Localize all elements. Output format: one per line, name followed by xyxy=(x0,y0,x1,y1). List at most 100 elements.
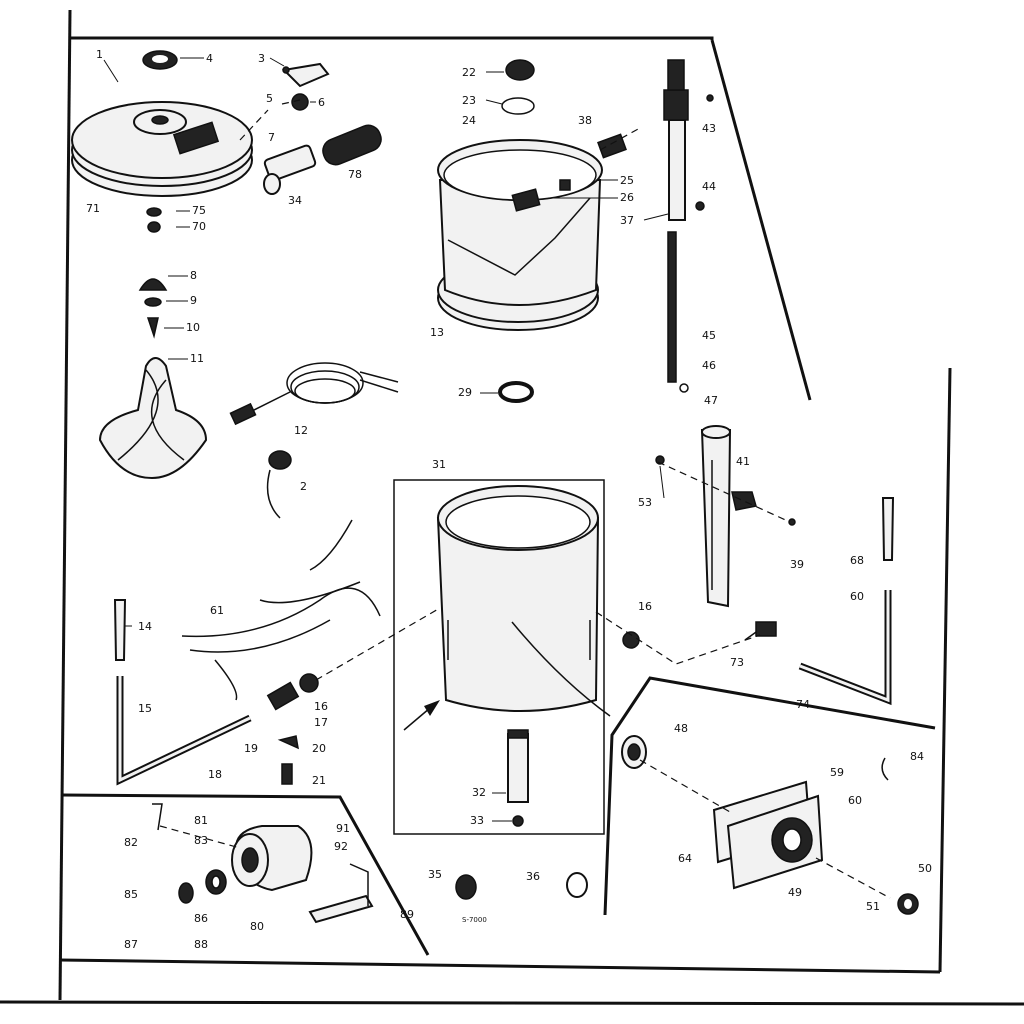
part-switch-2 xyxy=(266,450,292,519)
part-column-47 xyxy=(655,425,796,608)
callout: 53 xyxy=(638,496,652,509)
part-switch-bracket xyxy=(281,62,330,111)
callout: 88 xyxy=(194,938,208,951)
callout: 59 xyxy=(830,766,844,779)
callout: 87 xyxy=(124,938,138,951)
part-rod-45 xyxy=(667,231,689,393)
callout: 21 xyxy=(312,774,326,787)
part-shaft-37 xyxy=(663,59,714,221)
callout: 8 xyxy=(190,269,197,282)
callout: 44 xyxy=(702,180,716,193)
callout: 32 xyxy=(472,786,486,799)
diagram-code: S-7000 xyxy=(462,916,487,924)
callout: 22 xyxy=(462,66,476,79)
callout: 31 xyxy=(432,458,446,471)
callout: 61 xyxy=(210,604,224,617)
part-motor xyxy=(152,803,374,924)
callout: 34 xyxy=(288,194,302,207)
callout: 83 xyxy=(194,834,208,847)
callout: 48 xyxy=(674,722,688,735)
callout: 25 xyxy=(620,174,634,187)
callout: 80 xyxy=(250,920,264,933)
callout: 16 xyxy=(314,700,328,713)
callout: 38 xyxy=(578,114,592,127)
part-fill-hose xyxy=(798,497,895,706)
callout: 18 xyxy=(208,768,222,781)
callout: 46 xyxy=(702,359,716,372)
part-lid xyxy=(71,101,253,197)
callout: 5 xyxy=(266,92,273,105)
callout: 50 xyxy=(918,862,932,875)
callout: 82 xyxy=(124,836,138,849)
callout: 68 xyxy=(850,554,864,567)
callout: 89 xyxy=(400,908,414,921)
callout: 85 xyxy=(124,888,138,901)
callout: 74 xyxy=(796,698,810,711)
callout: 81 xyxy=(194,814,208,827)
diagram-frame xyxy=(0,9,1024,1006)
callout: 51 xyxy=(866,900,880,913)
callout: 15 xyxy=(138,702,152,715)
part-power-cord xyxy=(229,362,399,426)
callout: 78 xyxy=(348,168,362,181)
callout: 33 xyxy=(470,814,484,827)
callout: 11 xyxy=(190,352,204,365)
part-nut xyxy=(147,221,161,233)
callout: 49 xyxy=(788,886,802,899)
callout: 71 xyxy=(86,202,100,215)
part-hose-fittings xyxy=(266,621,777,785)
callout: 41 xyxy=(736,455,750,468)
callout: 92 xyxy=(334,840,348,853)
callout-labels: 1 4 3 5 6 7 78 34 71 75 70 8 9 10 11 12 … xyxy=(86,48,932,951)
callout: 35 xyxy=(428,868,442,881)
callout: 43 xyxy=(702,122,716,135)
callout: 91 xyxy=(336,822,350,835)
callout: 84 xyxy=(910,750,924,763)
part-leg-32 xyxy=(507,729,529,827)
callout: 17 xyxy=(314,716,328,729)
part-agitator xyxy=(98,278,208,480)
part-tub xyxy=(437,139,603,331)
part-cabinet xyxy=(393,479,605,835)
part-valve-assembly xyxy=(263,124,382,195)
callout: 6 xyxy=(318,96,325,109)
callout: 20 xyxy=(312,742,326,755)
part-ring-29 xyxy=(498,381,534,403)
callout: 70 xyxy=(192,220,206,233)
callout: 47 xyxy=(704,394,718,407)
callout: 36 xyxy=(526,870,540,883)
callout: 37 xyxy=(620,214,634,227)
part-wiring-harness xyxy=(181,519,381,701)
callout: 10 xyxy=(186,321,200,334)
callout: 73 xyxy=(730,656,744,669)
part-drain-hose xyxy=(113,599,252,786)
callout: 9 xyxy=(190,294,197,307)
callout: 45 xyxy=(702,329,716,342)
callout: 75 xyxy=(192,204,206,217)
callout: 60 xyxy=(848,794,862,807)
callout: 26 xyxy=(620,191,634,204)
callout: 60 xyxy=(850,590,864,603)
callout: 86 xyxy=(194,912,208,925)
callout: 3 xyxy=(258,52,265,65)
callout: 12 xyxy=(294,424,308,437)
callout: 24 xyxy=(462,114,476,127)
callout: 23 xyxy=(462,94,476,107)
callout: 39 xyxy=(790,558,804,571)
callout: 14 xyxy=(138,620,152,633)
callout: 29 xyxy=(458,386,472,399)
assembly-lines xyxy=(159,99,891,899)
part-tub-nut xyxy=(501,59,535,115)
part-casters xyxy=(455,872,588,900)
callout: 16 xyxy=(638,600,652,613)
callout: 64 xyxy=(678,852,692,865)
part-pump xyxy=(621,735,919,915)
callout: 4 xyxy=(206,52,213,65)
callout: 19 xyxy=(244,742,258,755)
callout: 2 xyxy=(300,480,307,493)
callout: 7 xyxy=(268,131,275,144)
callout-leaders xyxy=(103,57,669,822)
callout: 1 xyxy=(96,48,103,61)
part-washer xyxy=(146,207,162,217)
